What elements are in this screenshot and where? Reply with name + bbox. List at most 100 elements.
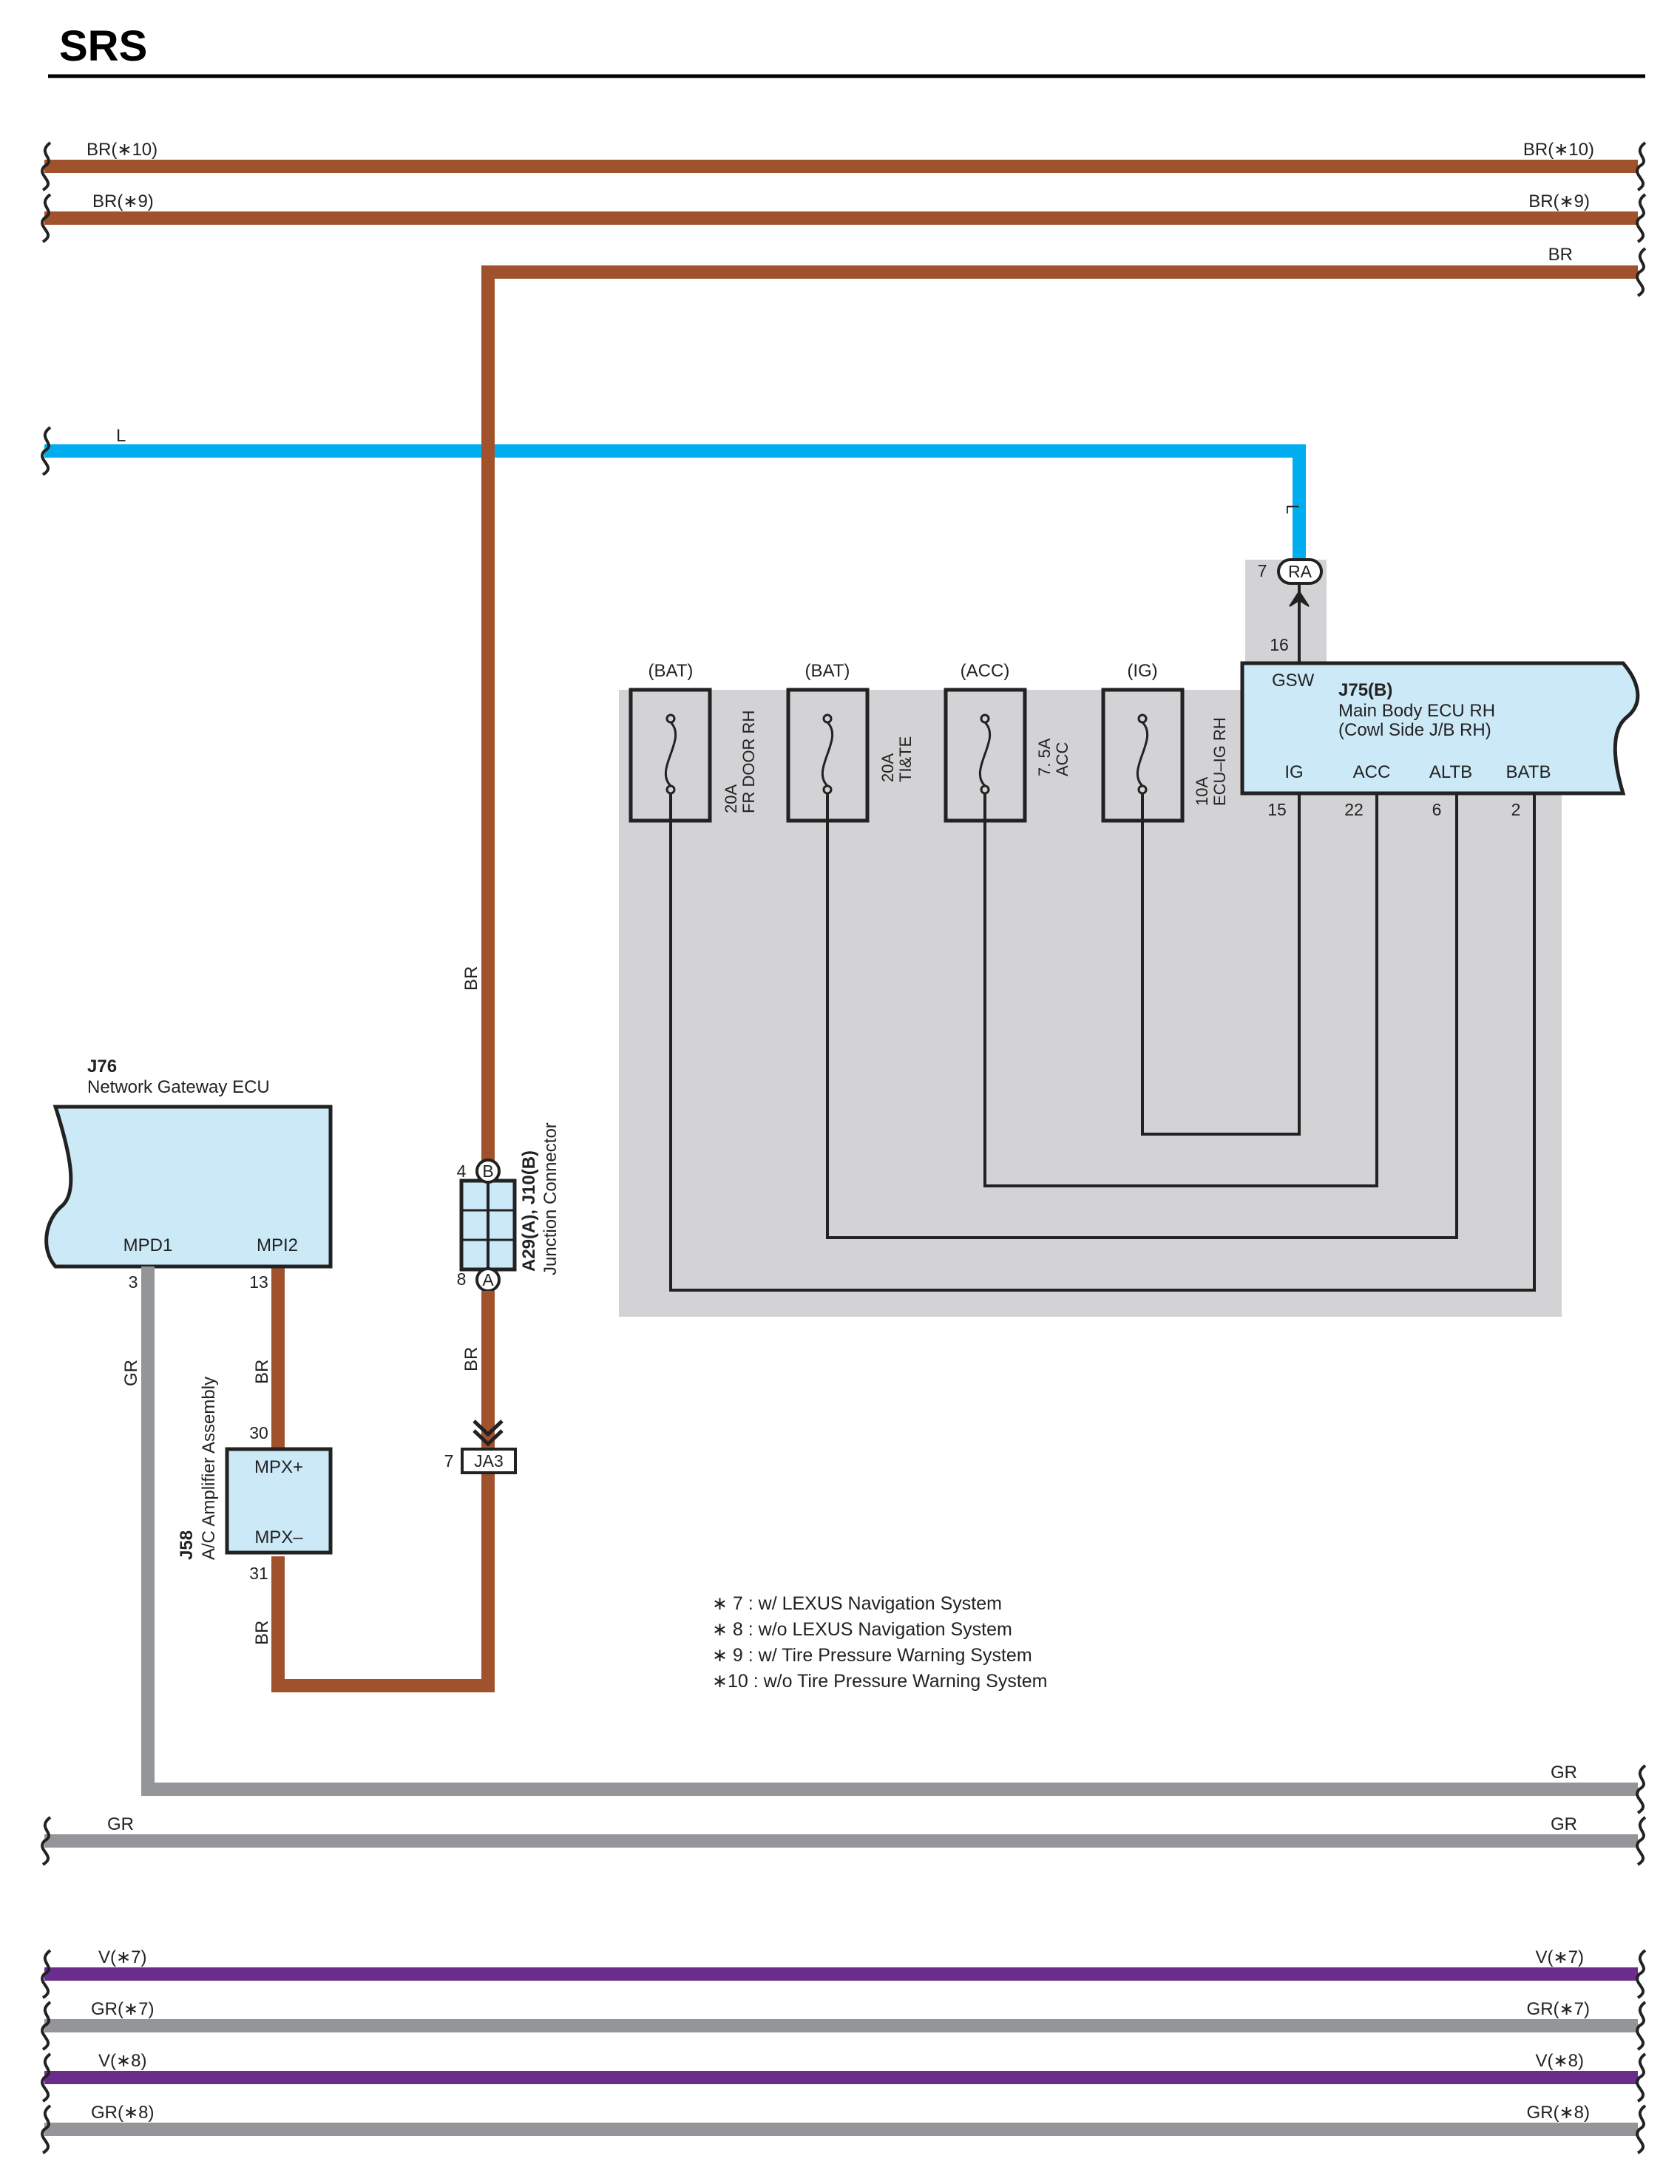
wire-br-10: [41, 141, 1647, 191]
j75-pin-batb: BATB: [1506, 762, 1551, 782]
wire-label: BR: [461, 966, 481, 991]
junction-b-pin: 4: [457, 1161, 467, 1181]
wire-v-7: [41, 1949, 1647, 1999]
fuse-3-rating: 7. 5A: [1035, 738, 1054, 776]
wire-label: GR(∗7): [91, 1999, 154, 2019]
connector-ra-pin: 7: [1258, 561, 1267, 580]
wire-label: GR(∗7): [1527, 1999, 1590, 2019]
chevron-down-icon: [472, 1429, 504, 1447]
connector-ja3-pin: 7: [444, 1451, 454, 1471]
fuse-fr-door-rh: (BAT) 20A FR DOOR RH: [629, 661, 758, 823]
wire-br-9: [41, 193, 1647, 243]
fuse-2-rating: 20A: [878, 753, 897, 782]
wire-br-main: [481, 247, 1647, 1183]
note-9: ∗ 9 : w/ Tire Pressure Warning System: [712, 1645, 1032, 1666]
wire-label: BR: [252, 1621, 272, 1645]
fuse-icon: [822, 721, 833, 787]
j75-gsw-pin-num: 16: [1270, 635, 1289, 654]
wire-label: GR: [1551, 1814, 1577, 1834]
fuse-acc: (ACC) 7. 5A ACC: [944, 661, 1071, 823]
wire-label: V(∗8): [98, 2051, 146, 2071]
wire-l: [41, 426, 1306, 560]
fuse-ti-te: (BAT) 20A TI&TE: [786, 661, 915, 823]
j76-code: J76: [87, 1057, 117, 1076]
fuse-1-rating: 20A: [722, 784, 740, 813]
j76-mpd1-num: 3: [129, 1272, 138, 1292]
junction-a-pin: 8: [457, 1269, 467, 1289]
wire-label: V(∗7): [98, 1947, 146, 1967]
j76-name: Network Gateway ECU: [87, 1077, 270, 1097]
junction-name: Junction Connector: [541, 1122, 560, 1275]
wire-label: GR: [107, 1814, 134, 1834]
wire-label: BR(∗10): [1523, 140, 1594, 160]
j58-pin-mpx-plus: MPX+: [254, 1457, 303, 1477]
arrow-up-icon: [1289, 590, 1310, 607]
wire-label: L: [116, 426, 126, 446]
wire-label: BR: [1548, 245, 1573, 265]
j76-mpi2-num: 13: [249, 1272, 268, 1292]
connector-ra: RA 7 16: [1258, 558, 1323, 663]
wire-label: GR: [1551, 1763, 1577, 1783]
note-10: ∗10 : w/o Tire Pressure Warning System: [712, 1671, 1048, 1692]
junction-code: A29(A), J10(B): [519, 1150, 539, 1272]
component-j75: GSW J75(B) Main Body ECU RH (Cowl Side J…: [1240, 661, 1640, 819]
j58-mpx-minus-num: 31: [249, 1564, 268, 1583]
fuse-4-name: ECU–IG RH: [1210, 717, 1229, 806]
j75-pin-ig: IG: [1284, 762, 1303, 782]
fuse-2-source: (BAT): [805, 661, 850, 681]
connector-ja3-code: JA3: [474, 1451, 504, 1471]
wire-label: BR(∗10): [87, 140, 158, 160]
j75-code: J75(B): [1338, 680, 1392, 700]
j75-name-line1: Main Body ECU RH: [1338, 701, 1495, 721]
wire-br-lower: [271, 1268, 495, 1692]
wire-gr-1: [141, 1266, 1647, 1814]
j76-pin-mpi2: MPI2: [257, 1235, 298, 1255]
connector-ja3: JA3 7: [444, 1420, 517, 1474]
j75-ig-num: 15: [1267, 800, 1287, 819]
j58-mpx-plus-num: 30: [249, 1423, 268, 1442]
fuse-3-source: (ACC): [961, 661, 1010, 681]
j75-acc-num: 22: [1344, 800, 1364, 819]
wire-label: V(∗8): [1536, 2051, 1584, 2071]
wire-v-8: [41, 2052, 1647, 2103]
fuse-icon: [979, 721, 991, 787]
wire-label: BR: [252, 1360, 272, 1384]
component-j58: MPX+ MPX– 30 31 J58 A/C Amplifier Assemb…: [177, 1377, 333, 1583]
junction-a-code: A: [482, 1270, 494, 1289]
wire-gr-2: [41, 1816, 1647, 1866]
junction-connector: B 4 A 8 A29(A), J10(B) Junction Connecto…: [457, 1122, 560, 1292]
j58-code: J58: [177, 1530, 197, 1560]
j75-batb-num: 2: [1511, 800, 1521, 819]
j58-pin-mpx-minus: MPX–: [254, 1527, 303, 1547]
j76-pin-mpd1: MPD1: [123, 1235, 173, 1255]
chevron-down-icon: [472, 1420, 504, 1437]
j75-pin-acc: ACC: [1353, 762, 1391, 782]
connector-ra-code: RA: [1288, 562, 1312, 581]
note-8: ∗ 8 : w/o LEXUS Navigation System: [712, 1619, 1012, 1640]
fuse-1-source: (BAT): [648, 661, 694, 681]
jb-internal-wiring: [669, 793, 1536, 1292]
wire-label: GR: [121, 1360, 141, 1386]
j75-pin-altb: ALTB: [1429, 762, 1472, 782]
wire-label: GR(∗8): [91, 2103, 154, 2123]
fuse-1-name: FR DOOR RH: [739, 711, 758, 813]
fuse-4-rating: 10A: [1193, 777, 1211, 806]
component-j76: J76 Network Gateway ECU MPD1 MPI2 3 13: [44, 1057, 333, 1292]
wire-gr-8: [41, 2104, 1647, 2154]
wire-label: BR(∗9): [1528, 191, 1590, 211]
fuse-icon: [1137, 721, 1148, 787]
wire-label: GR(∗8): [1527, 2103, 1590, 2123]
note-7: ∗ 7 : w/ LEXUS Navigation System: [712, 1593, 1002, 1614]
page-title: SRS: [59, 22, 147, 70]
fuse-ecu-ig-rh: (IG) 10A ECU–IG RH: [1101, 661, 1229, 823]
footnotes: ∗ 7 : w/ LEXUS Navigation System ∗ 8 : w…: [712, 1593, 1048, 1692]
wire-label: V(∗7): [1536, 1947, 1584, 1967]
wire-label: L: [1282, 504, 1302, 514]
fuse-icon: [665, 721, 677, 787]
j75-altb-num: 6: [1432, 800, 1442, 819]
j58-name: A/C Amplifier Assembly: [199, 1377, 219, 1560]
wire-label: BR: [461, 1347, 481, 1371]
fuse-2-name: TI&TE: [896, 736, 915, 782]
j75-pin-gsw: GSW: [1272, 671, 1315, 691]
